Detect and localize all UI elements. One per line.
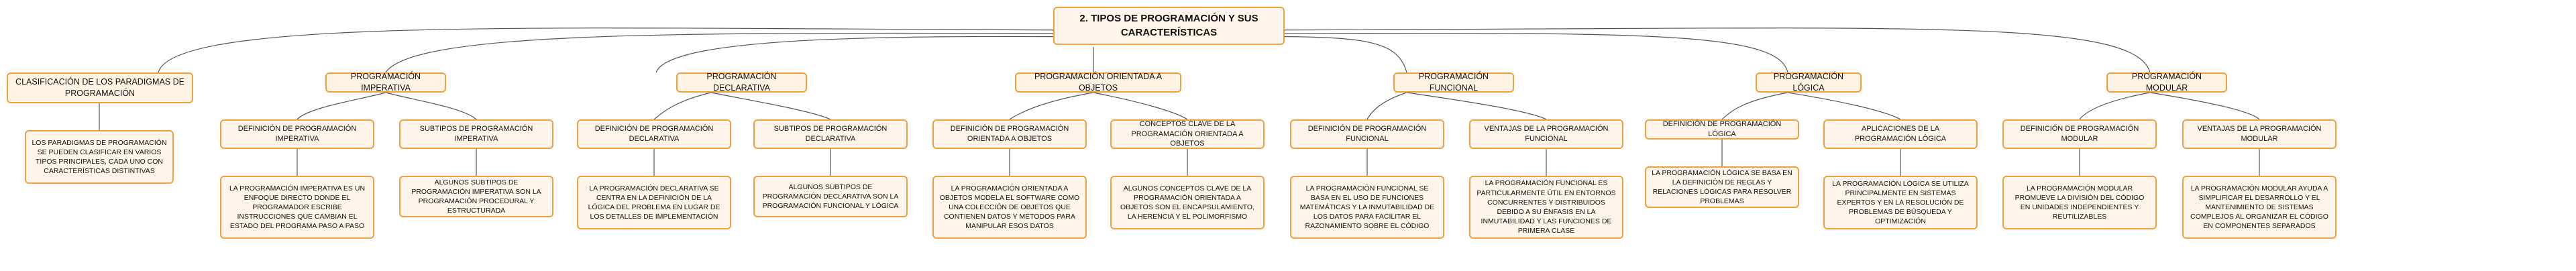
link-dec-b — [710, 92, 831, 120]
link-dec-a — [653, 92, 712, 120]
link-log-a — [1721, 92, 1788, 120]
node-oop-definition[interactable]: DEFINICIÓN DE PROGRAMACIÓN ORIENTADA A O… — [932, 119, 1087, 149]
link-log-b — [1787, 92, 1901, 120]
node-imperativa[interactable]: PROGRAMACIÓN IMPERATIVA — [325, 72, 446, 93]
node-declarativa-definition-detail[interactable]: LA PROGRAMACIÓN DECLARATIVA SE CENTRA EN… — [577, 176, 731, 229]
node-modular-advantages[interactable]: VENTAJAS DE LA PROGRAMACIÓN MODULAR — [2182, 119, 2337, 149]
node-imperativa-subtypes[interactable]: SUBTIPOS DE PROGRAMACIÓN IMPERATIVA — [399, 119, 553, 149]
node-logica-applications[interactable]: APLICACIONES DE LA PROGRAMACIÓN LÓGICA — [1823, 119, 1978, 149]
node-oop[interactable]: PROGRAMACIÓN ORIENTADA A OBJETOS — [1015, 72, 1181, 93]
node-declarativa-subtypes[interactable]: SUBTIPOS DE PROGRAMACIÓN DECLARATIVA — [753, 119, 908, 149]
link-mod-a — [2079, 92, 2151, 120]
node-modular-advantages-detail[interactable]: LA PROGRAMACIÓN MODULAR AYUDA A SIMPLIFI… — [2182, 176, 2337, 239]
node-imperativa-definition-detail[interactable]: LA PROGRAMACIÓN IMPERATIVA ES UN ENFOQUE… — [220, 176, 374, 239]
link-oop-b — [1093, 92, 1188, 120]
link-fun-a — [1366, 92, 1407, 120]
node-logica-definition[interactable]: DEFINICIÓN DE PROGRAMACIÓN LÓGICA — [1645, 119, 1799, 140]
link-mod-b — [2149, 92, 2260, 120]
node-funcional-advantages-detail[interactable]: LA PROGRAMACIÓN FUNCIONAL ES PARTICULARM… — [1469, 176, 1623, 239]
node-modular-definition[interactable]: DEFINICIÓN DE PROGRAMACIÓN MODULAR — [2002, 119, 2157, 149]
link-root-logica — [1160, 32, 1788, 73]
node-modular[interactable]: PROGRAMACIÓN MODULAR — [2106, 72, 2227, 93]
node-oop-definition-detail[interactable]: LA PROGRAMACIÓN ORIENTADA A OBJETOS MODE… — [932, 176, 1087, 239]
node-logica-definition-detail[interactable]: LA PROGRAMACIÓN LÓGICA SE BASA EN LA DEF… — [1645, 166, 1799, 208]
node-oop-concepts-detail[interactable]: ALGUNOS CONCEPTOS CLAVE DE LA PROGRAMACI… — [1110, 176, 1265, 229]
node-funcional-definition[interactable]: DEFINICIÓN DE PROGRAMACIÓN FUNCIONAL — [1290, 119, 1444, 149]
link-imp-b — [385, 92, 477, 120]
node-funcional-definition-detail[interactable]: LA PROGRAMACIÓN FUNCIONAL SE BASA EN EL … — [1290, 176, 1444, 239]
node-declarativa-subtypes-detail[interactable]: ALGUNOS SUBTIPOS DE PROGRAMACIÓN DECLARA… — [753, 176, 908, 217]
node-declarativa-definition[interactable]: DEFINICIÓN DE PROGRAMACIÓN DECLARATIVA — [577, 119, 731, 149]
node-declarativa[interactable]: PROGRAMACIÓN DECLARATIVA — [676, 72, 807, 93]
link-root-imperativa — [385, 32, 1161, 73]
node-funcional[interactable]: PROGRAMACIÓN FUNCIONAL — [1393, 72, 1514, 93]
node-oop-concepts[interactable]: CONCEPTOS CLAVE DE LA PROGRAMACIÓN ORIEN… — [1110, 119, 1265, 149]
node-logica-applications-detail[interactable]: LA PROGRAMACIÓN LÓGICA SE UTILIZA PRINCI… — [1823, 176, 1978, 229]
link-imp-a — [297, 92, 386, 120]
node-modular-definition-detail[interactable]: LA PROGRAMACIÓN MODULAR PROMUEVE LA DIVI… — [2002, 176, 2157, 229]
link-oop-a — [1009, 92, 1094, 120]
link-fun-b — [1406, 92, 1547, 120]
link-root-classification — [158, 28, 1161, 73]
link-root-modular — [1160, 28, 2151, 73]
node-funcional-advantages[interactable]: VENTAJAS DE LA PROGRAMACIÓN FUNCIONAL — [1469, 119, 1623, 149]
node-classification[interactable]: CLASIFICACIÓN DE LOS PARADIGMAS DE PROGR… — [7, 72, 193, 103]
node-imperativa-subtypes-detail[interactable]: ALGUNOS SUBTIPOS DE PROGRAMACIÓN IMPERAT… — [399, 176, 553, 217]
node-imperativa-definition[interactable]: DEFINICIÓN DE PROGRAMACIÓN IMPERATIVA — [220, 119, 374, 149]
root-title[interactable]: 2. TIPOS DE PROGRAMACIÓN Y SUS CARACTERÍ… — [1053, 7, 1285, 45]
node-logica[interactable]: PROGRAMACIÓN LÓGICA — [1756, 72, 1862, 93]
node-classification-detail[interactable]: LOS PARADIGMAS DE PROGRAMACIÓN SE PUEDEN… — [25, 130, 174, 184]
